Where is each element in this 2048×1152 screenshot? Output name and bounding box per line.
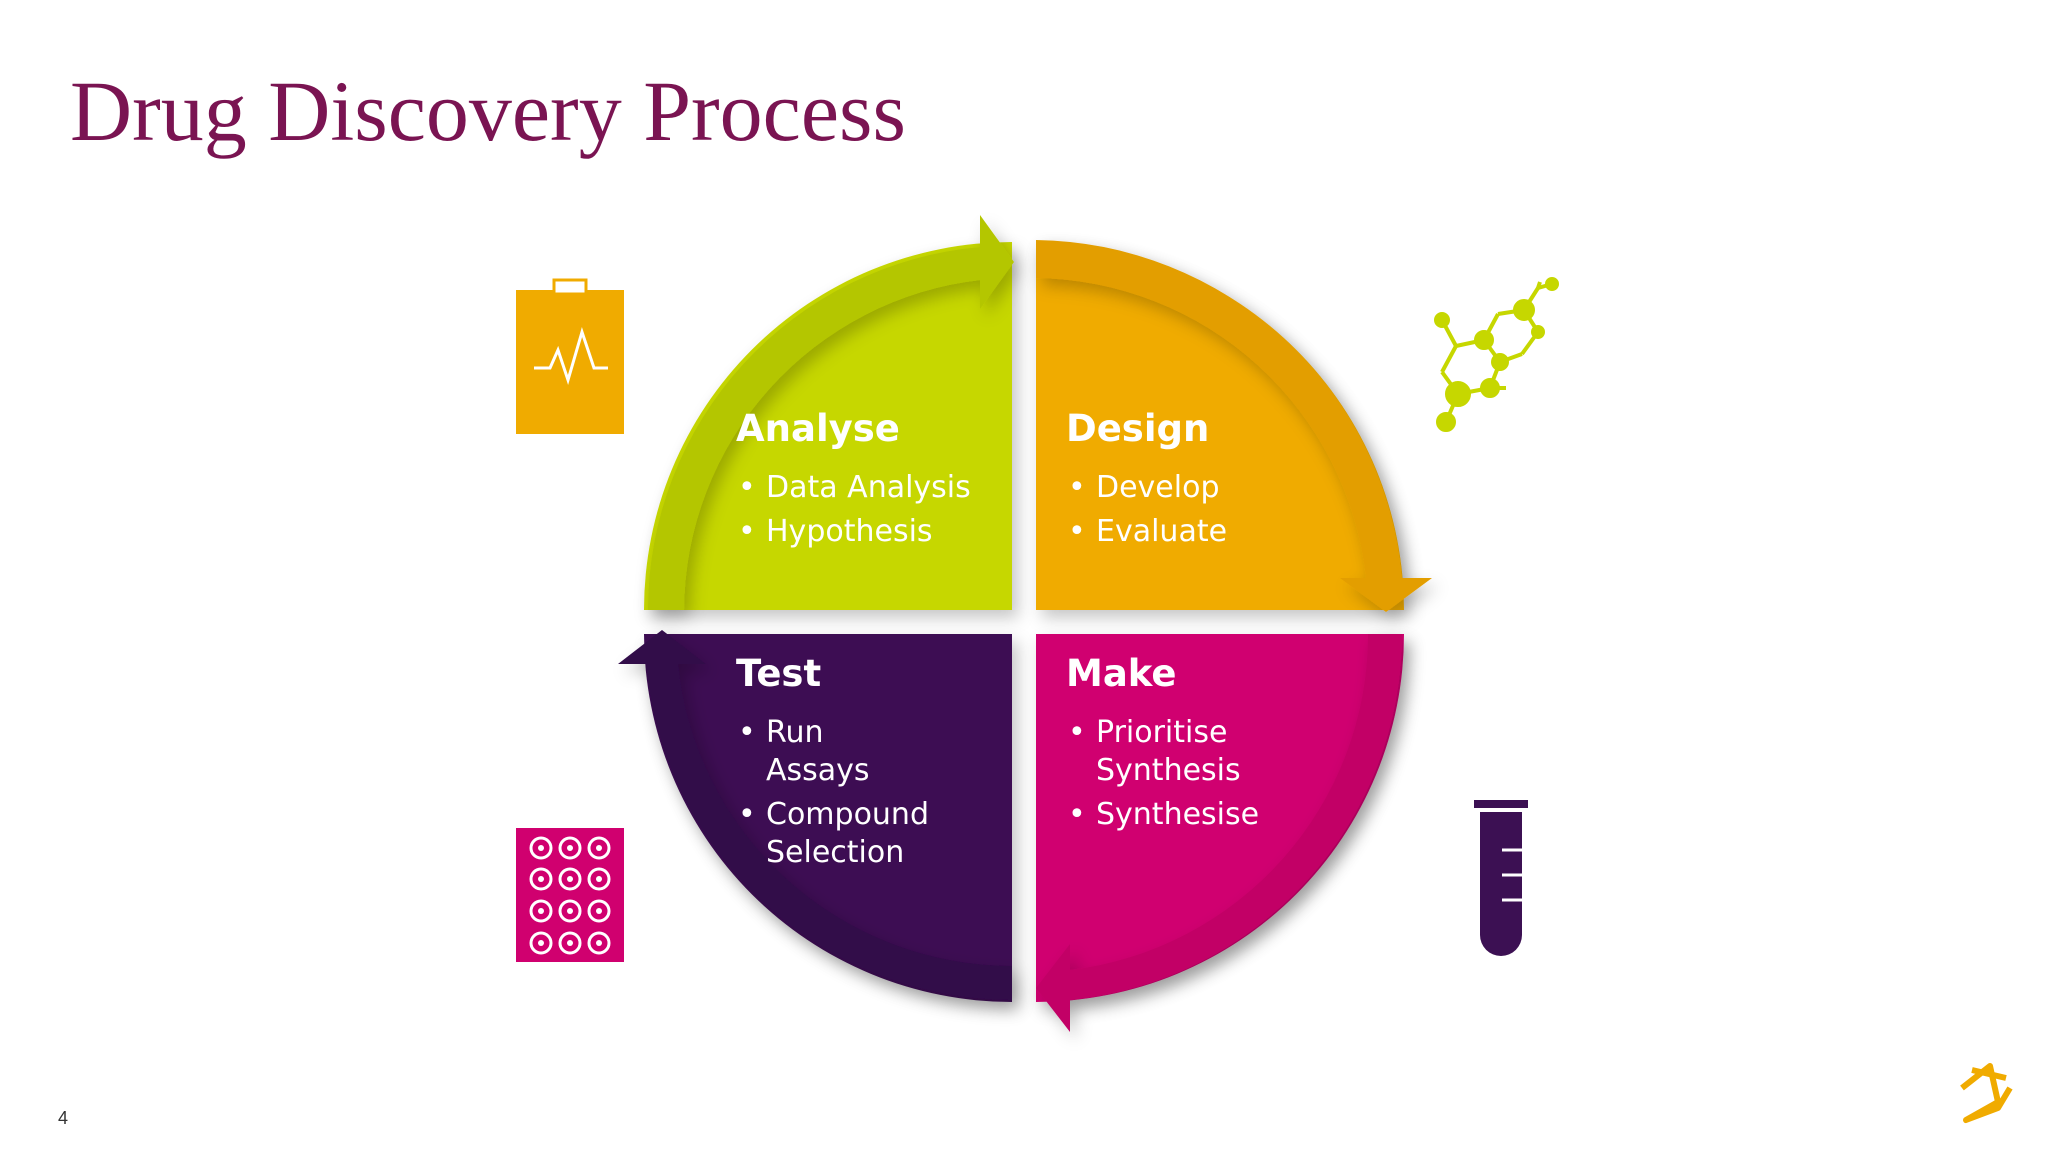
make-bullet: Prioritise Synthesis: [1066, 714, 1256, 790]
design-arrow: [1036, 240, 1432, 612]
design-bullet: Develop: [1066, 469, 1286, 507]
test-bullet: Compound Selection: [736, 796, 936, 872]
analyse-content: Analyse Data Analysis Hypothesis: [736, 410, 976, 557]
test-tube-icon: [1474, 800, 1528, 956]
slide-title: Drug Discovery Process: [70, 63, 906, 159]
page-number: 4: [58, 1108, 69, 1128]
make-arrow: [1036, 634, 1402, 1032]
design-bullet: Evaluate: [1066, 513, 1286, 551]
make-content: Make Prioritise Synthesis Synthesise: [1066, 652, 1259, 840]
analyse-arrow: [647, 215, 1014, 610]
brand-logo-icon: [1960, 1063, 2013, 1123]
test-content: Test Run Assays Compound Selection: [736, 655, 936, 878]
make-heading: Make: [1066, 652, 1177, 695]
analyse-heading: Analyse: [736, 407, 900, 450]
test-bullet: Run Assays: [736, 714, 936, 790]
well-plate-icon: [516, 828, 624, 962]
analyse-bullet: Hypothesis: [736, 513, 976, 551]
test-arrow: [618, 630, 1012, 1000]
molecule-icon: [1434, 277, 1559, 432]
design-content: Design Develop Evaluate: [1066, 410, 1286, 557]
test-heading: Test: [736, 652, 822, 695]
clipboard-chart-icon: [516, 278, 624, 434]
make-bullet: Synthesise: [1066, 796, 1259, 834]
design-heading: Design: [1066, 407, 1210, 450]
analyse-bullet: Data Analysis: [736, 469, 976, 507]
